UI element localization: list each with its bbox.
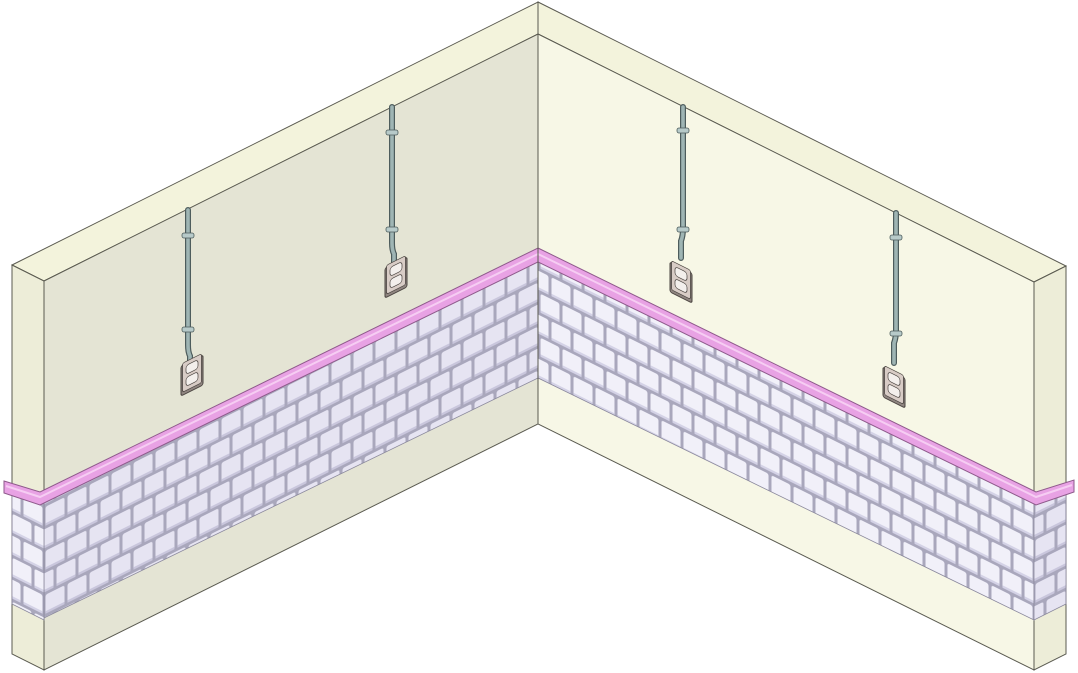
right-chair-rail-highlight — [537, 253, 1073, 499]
conduit-strap — [676, 127, 690, 134]
conduit-run-3 — [676, 104, 690, 261]
left-end-tile-band — [11, 491, 45, 621]
duplex-outlet-1[interactable] — [180, 353, 204, 396]
conduit-strap — [889, 330, 903, 337]
right-wall — [537, 1, 1075, 671]
left-wall — [3, 1, 539, 671]
conduit-run-2 — [385, 104, 399, 265]
conduit-run-1 — [181, 207, 195, 365]
left-chair-rail-highlight — [5, 253, 539, 499]
right-end-tile-band — [1033, 489, 1067, 621]
duplex-outlet-2[interactable] — [384, 255, 408, 298]
conduit-strap — [385, 226, 399, 233]
conduit-strap — [181, 232, 195, 239]
conduit-strap — [181, 326, 195, 333]
duplex-outlet-3[interactable] — [669, 260, 693, 303]
conduit-strap — [385, 129, 399, 136]
conduit-strap — [889, 234, 903, 241]
conduit-run-4 — [889, 210, 903, 366]
duplex-outlet-4[interactable] — [882, 365, 906, 408]
conduit-strap — [676, 226, 690, 233]
